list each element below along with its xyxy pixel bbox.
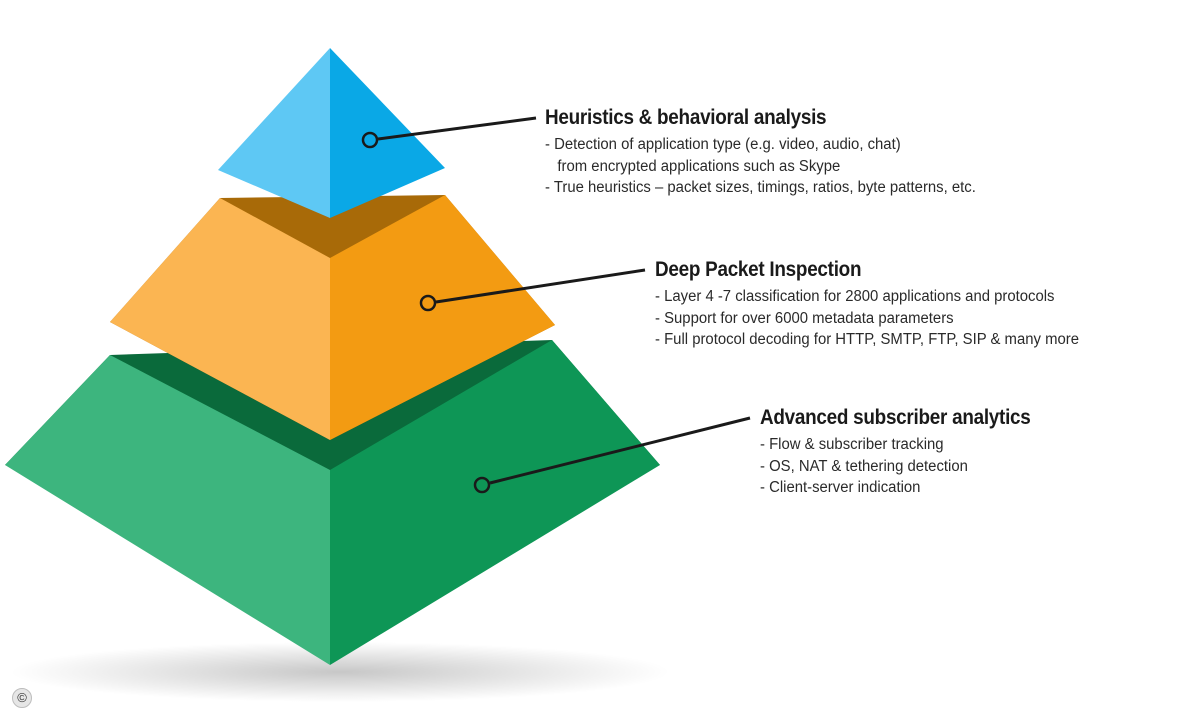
- tier-mid-title: Deep Packet Inspection: [655, 258, 862, 281]
- tier-mid-line-2: - Support for over 6000 metadata paramet…: [655, 309, 954, 327]
- copyright-icon: ©: [12, 688, 32, 708]
- tier-bottom-line-2: - OS, NAT & tethering detection: [760, 457, 968, 475]
- tier-bottom-line-1: - Flow & subscriber tracking: [760, 436, 944, 453]
- tier-top-left-face: [218, 48, 330, 218]
- tier-top-label: Heuristics & behavioral analysis - Detec…: [545, 106, 994, 199]
- tier-bottom-line-3: - Client-server indication: [760, 479, 921, 496]
- tier-top-shape: [218, 48, 445, 218]
- leader-dot-top: [361, 131, 379, 149]
- tier-mid-front-face: [330, 195, 555, 440]
- tier-mid-line-1: - Layer 4 -7 classification for 2800 app…: [655, 288, 1055, 305]
- tier-top-line-3: - True heuristics – packet sizes, timing…: [545, 179, 976, 196]
- tier-mid-left-face: [110, 198, 330, 440]
- tier-top-front-face: [330, 48, 445, 218]
- leader-dot-mid: [419, 294, 437, 312]
- tier-bottom-title: Advanced subscriber analytics: [760, 406, 1031, 429]
- tier-bottom-left-face: [5, 355, 330, 665]
- tier-mid-line-3: - Full protocol decoding for HTTP, SMTP,…: [655, 331, 1079, 348]
- tier-mid-shape: [110, 195, 555, 440]
- tier-top-line-2: from encrypted applications such as Skyp…: [545, 157, 841, 175]
- tier-top-title: Heuristics & behavioral analysis: [545, 106, 827, 129]
- tier-bottom-front-face: [330, 340, 660, 665]
- pyramid-shadow: [10, 642, 670, 702]
- tier-mid-label: Deep Packet Inspection - Layer 4 -7 clas…: [655, 258, 1097, 351]
- tier-top-line-1: - Detection of application type (e.g. vi…: [545, 136, 901, 153]
- tier-bottom-description: - Flow & subscriber tracking - OS, NAT &…: [760, 434, 1061, 499]
- leader-line-top: [361, 116, 537, 149]
- tier-top-description: - Detection of application type (e.g. vi…: [545, 134, 994, 199]
- leader-line-mid: [419, 268, 646, 312]
- tier-mid-description: - Layer 4 -7 classification for 2800 app…: [655, 286, 1097, 351]
- leader-line-bottom: [473, 416, 751, 494]
- leader-dot-bottom: [473, 476, 491, 494]
- tier-bottom-label: Advanced subscriber analytics - Flow & s…: [760, 406, 1061, 499]
